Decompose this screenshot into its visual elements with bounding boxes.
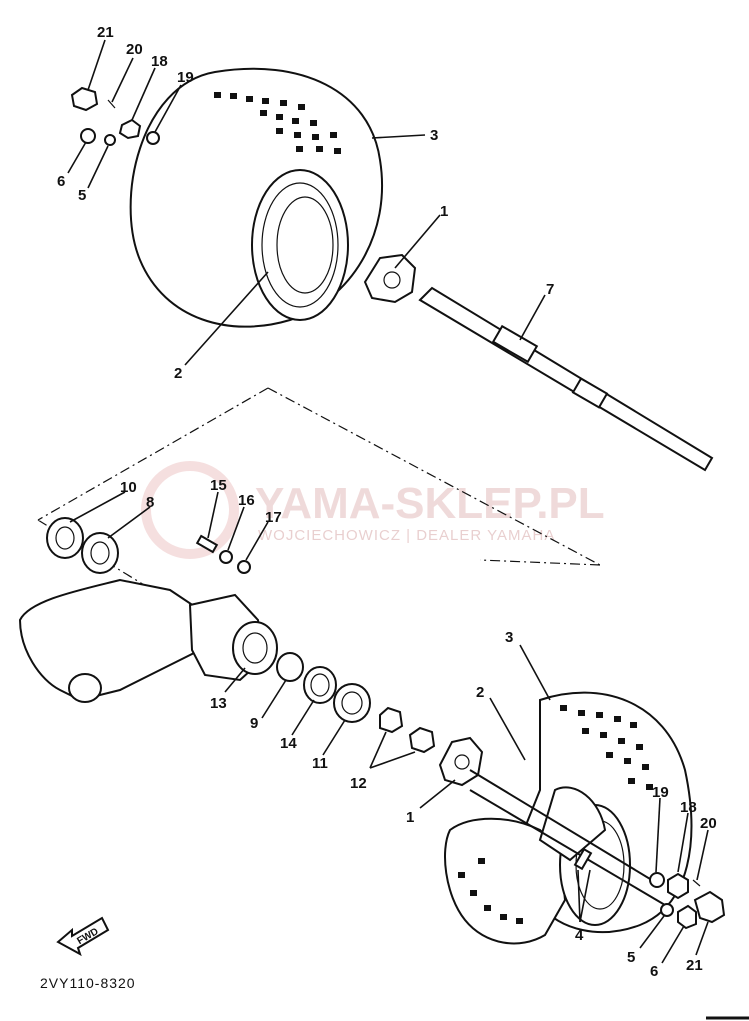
- fwd-label: FWD: [75, 926, 100, 947]
- callout-10: 10: [120, 479, 137, 496]
- upper-callout-lines: [67, 39, 546, 366]
- lower-fasteners: [649, 872, 726, 930]
- callout-20-upper: 20: [126, 41, 143, 58]
- bearing-housing-parts: [18, 517, 436, 754]
- middle-callout-lines: [69, 491, 416, 769]
- lower-wheel-tire: [444, 691, 693, 945]
- watermark: YAMA-SKLEP.PL WOJCIECHOWICZ | DEALER YAM…: [141, 461, 605, 559]
- upper-hub: [363, 253, 417, 304]
- lower-callout-lines: [419, 644, 709, 964]
- callout-19-upper: 19: [177, 69, 194, 86]
- callout-19-lower: 19: [652, 784, 669, 801]
- diagram-code: 2VY110-8320: [40, 975, 136, 991]
- callout-18-lower: 18: [680, 799, 697, 816]
- callout-2-upper: 2: [174, 365, 182, 382]
- watermark-title: YAMA-SKLEP.PL: [255, 479, 605, 528]
- callout-3-upper: 3: [430, 127, 438, 144]
- callout-4: 4: [575, 927, 584, 944]
- callout-8: 8: [146, 494, 154, 511]
- callout-12: 12: [350, 775, 367, 792]
- callout-3-lower: 3: [505, 629, 513, 646]
- callout-15: 15: [210, 477, 227, 494]
- callout-11: 11: [312, 755, 328, 772]
- callout-14: 14: [280, 735, 297, 752]
- upper-wheel-tire: [129, 67, 384, 328]
- callout-5-lower: 5: [627, 949, 635, 966]
- callout-9: 9: [250, 715, 258, 732]
- lower-hub: [438, 736, 666, 906]
- rear-axle: [418, 286, 714, 472]
- callout-21-upper: 21: [97, 24, 114, 41]
- callout-20-lower: 20: [700, 815, 717, 832]
- upper-fasteners: [70, 86, 160, 146]
- callout-2-lower: 2: [476, 684, 484, 701]
- callout-1-lower: 1: [406, 809, 414, 826]
- callout-18-upper: 18: [151, 53, 168, 70]
- callout-13: 13: [210, 695, 227, 712]
- callout-6-lower: 6: [650, 963, 658, 980]
- fwd-arrow-icon: FWD: [56, 916, 110, 957]
- callout-1-upper: 1: [440, 203, 448, 220]
- callout-21-lower: 21: [686, 957, 703, 974]
- callout-5-upper: 5: [78, 187, 86, 204]
- callout-16: 16: [238, 492, 255, 509]
- assembly-outline: [37, 387, 601, 611]
- callout-6-upper: 6: [57, 173, 65, 190]
- callout-7: 7: [546, 281, 554, 298]
- callout-17: 17: [265, 509, 282, 526]
- watermark-subtitle: WOJCIECHOWICZ | DEALER YAMAHA: [258, 527, 555, 544]
